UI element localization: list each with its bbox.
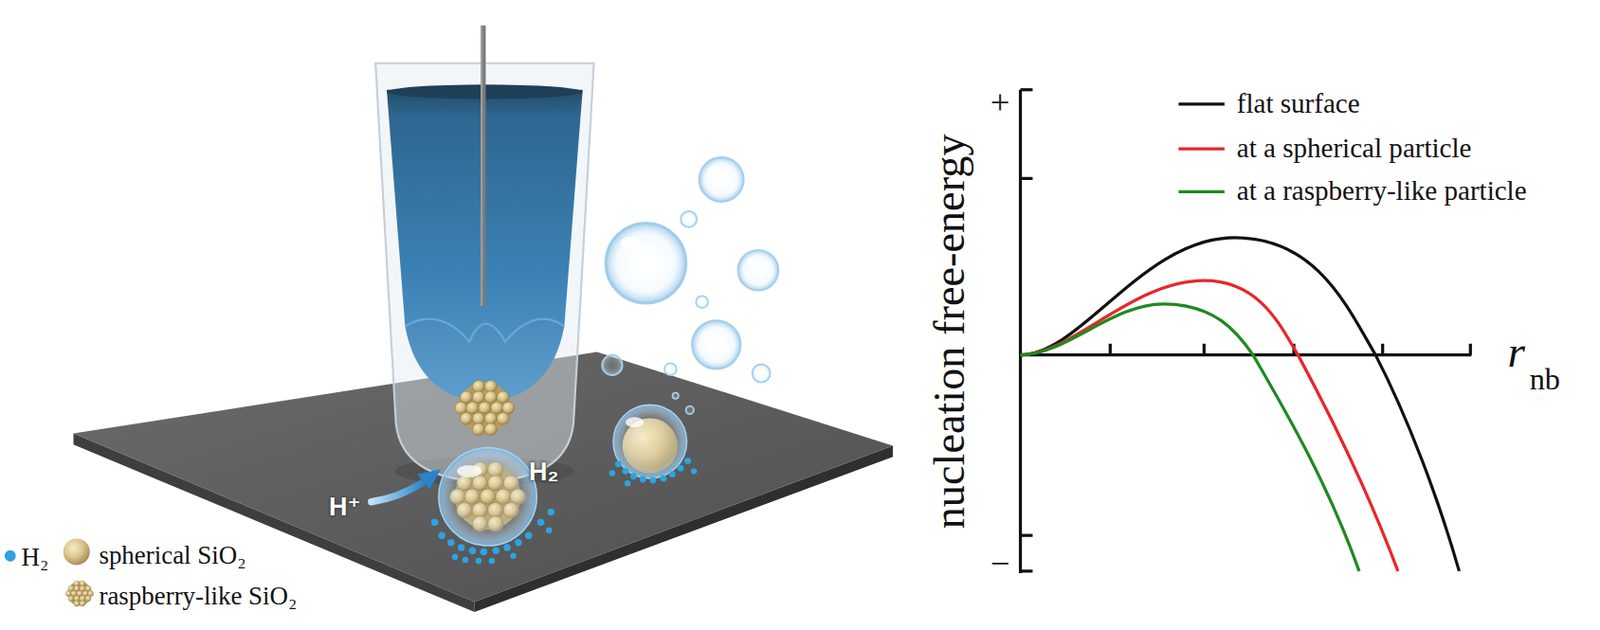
bubble-highlights (620, 165, 758, 339)
x-axis-subscript: nb (1529, 362, 1561, 397)
axis-minus-sign: − (990, 545, 1011, 583)
legend-text: raspberry-like SiO₂ (98, 581, 297, 611)
chart-legend-lines (1178, 104, 1224, 193)
legend-text: at a raspberry-like particle (1236, 176, 1528, 207)
legend-text: flat surface (1236, 89, 1361, 120)
x-axis-title: r (1508, 327, 1526, 378)
left-legend-markers (4, 538, 94, 607)
y-axis-title: nucleation free-energy (925, 133, 974, 529)
legend-text: spherical SiO₂ (98, 541, 246, 570)
proton-arrow (371, 469, 441, 502)
electrolytic-cell (375, 25, 594, 487)
axis-plus-sign: + (990, 83, 1011, 122)
free-energy-curves (1020, 237, 1460, 572)
substrate (73, 351, 893, 613)
legend-text: at a spherical particle (1236, 133, 1473, 164)
proton-label: H⁺ (328, 492, 362, 522)
hydrogen-label: H₂ (528, 458, 559, 488)
legend-text: H₂ (21, 543, 50, 572)
chart-axes (1020, 90, 1473, 574)
hydrogen-bubbles (601, 157, 779, 415)
spherical-particle-bubble (609, 404, 698, 487)
